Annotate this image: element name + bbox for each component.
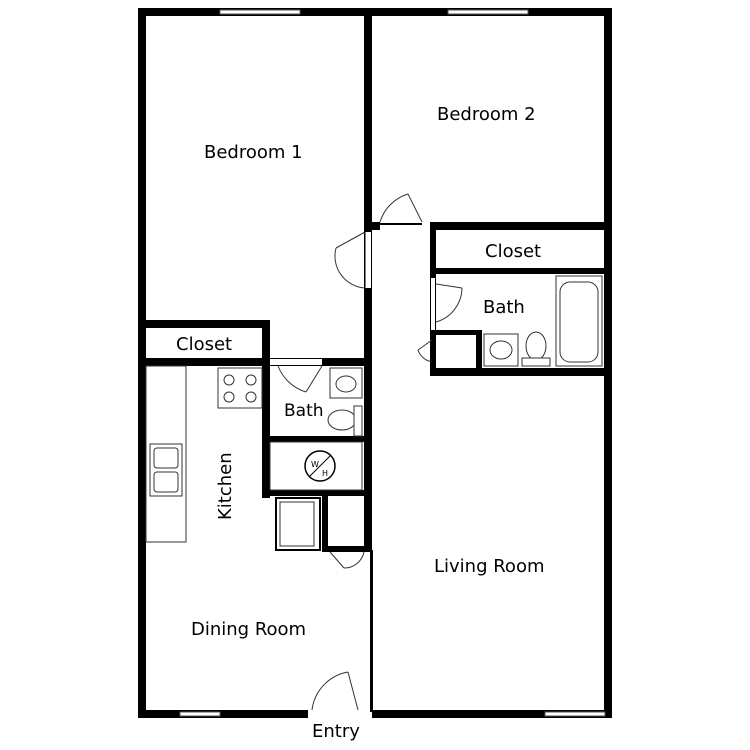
sink-icon	[149, 443, 183, 497]
door-swing-icon[interactable]	[334, 231, 366, 289]
door-swing-icon[interactable]	[329, 551, 365, 569]
water-heater-label-bottom: H	[322, 469, 328, 478]
window-dining-room	[179, 711, 221, 717]
wall-bath-left-west	[262, 358, 270, 498]
exterior-wall-right	[604, 8, 612, 718]
door-swing-icon[interactable]	[417, 339, 433, 363]
water-heater-label-top: W	[311, 460, 319, 469]
window-living-room	[544, 711, 606, 717]
toilet-icon	[521, 331, 551, 367]
sink-icon	[483, 333, 519, 367]
wall-bedroom2-south-b	[430, 222, 612, 230]
door-swing-icon[interactable]	[311, 671, 359, 711]
wall-bedroom2-south	[372, 222, 380, 230]
wall-pantry-west	[322, 496, 328, 552]
wall-bedroom1-east	[364, 232, 372, 550]
bathtub-icon	[555, 275, 603, 367]
wall-wh-bottom	[262, 490, 370, 496]
room-label-bedroom1: Bedroom 1	[204, 142, 303, 163]
stove-icon	[217, 367, 263, 409]
room-label-closet-left: Closet	[176, 334, 232, 355]
window-bedroom1	[219, 9, 301, 15]
wall-bath-right-bottom	[430, 368, 606, 376]
exterior-wall-top	[138, 8, 612, 16]
room-label-living-room: Living Room	[434, 556, 545, 577]
toilet-icon	[327, 405, 363, 437]
door-swing-icon[interactable]	[277, 365, 323, 393]
room-label-bedroom2: Bedroom 2	[437, 104, 536, 125]
wall-closet-left-east	[262, 320, 270, 366]
wall-closet-left-bottom	[138, 358, 370, 366]
room-label-dining-room: Dining Room	[191, 619, 306, 640]
door-swing-icon[interactable]	[435, 283, 463, 323]
wall-bath-right-linen	[436, 330, 482, 335]
room-label-closet-right: Closet	[485, 241, 541, 262]
room-label-kitchen: Kitchen	[215, 452, 236, 520]
entry-opening[interactable]	[308, 709, 372, 719]
wall-closet-left-top	[138, 320, 268, 328]
room-label-bath-right: Bath	[483, 297, 525, 318]
wall-closet-right-bottom	[430, 268, 606, 274]
entry-label: Entry	[312, 721, 360, 742]
sink-icon	[329, 367, 363, 399]
wall-bedroom-divider	[364, 14, 372, 232]
room-label-bath-left: Bath	[284, 401, 324, 421]
wall-living-dining	[370, 550, 373, 712]
wall-pantry-bottom	[322, 546, 370, 552]
water-heater-icon: W H	[269, 441, 363, 491]
wall-bath-left-bottom	[262, 436, 370, 442]
window-bedroom2	[447, 9, 529, 15]
wall-bath-right-linen-side	[476, 330, 482, 370]
door-swing-icon[interactable]	[379, 193, 423, 225]
exterior-wall-bottom	[138, 710, 612, 718]
fridge-icon	[275, 497, 321, 551]
